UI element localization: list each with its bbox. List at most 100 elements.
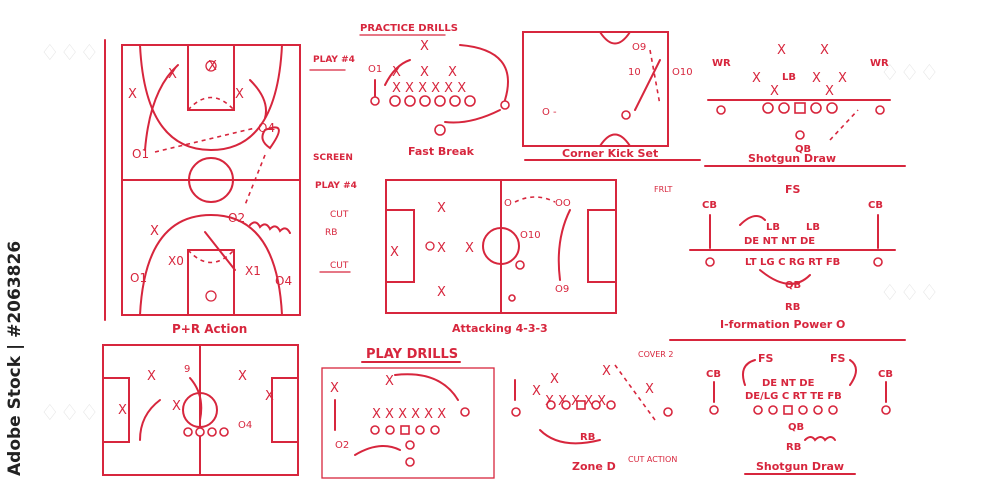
- svg-text:X: X: [825, 84, 834, 99]
- svg-text:X: X: [330, 381, 339, 396]
- svg-text:O9: O9: [555, 284, 569, 295]
- basketball-half-court-diagram: X X X X X O1 O4 O2 O4 O1 X0 X1: [104, 39, 301, 321]
- svg-text:X: X: [550, 372, 559, 387]
- svg-text:X: X: [265, 389, 274, 404]
- svg-text:X: X: [532, 384, 541, 399]
- player-x1: X1: [245, 264, 261, 278]
- corner-kick-diagram: O9 10 O10 O -: [522, 31, 693, 147]
- svg-text:LT LG C RG RT FB: LT LG C RG RT FB: [745, 257, 840, 268]
- note-play4-mid: PLAY #4: [315, 181, 357, 191]
- player-o4b: O4: [275, 274, 292, 288]
- play-drills-diagram: X X X X X X X X O2: [321, 367, 495, 479]
- caption-shotgun-draw-bottom: Shotgun Draw: [756, 460, 844, 473]
- svg-text:QB: QB: [795, 144, 811, 155]
- svg-text:X: X: [465, 241, 474, 256]
- svg-text:O10: O10: [520, 230, 541, 241]
- svg-text:RB: RB: [786, 442, 801, 453]
- svg-text:X: X: [128, 87, 137, 102]
- svg-text:X X X X X X: X X X X X X: [392, 81, 466, 96]
- svg-text:X: X: [437, 285, 446, 300]
- svg-text:O2: O2: [335, 440, 349, 451]
- caption-corner-kick: Corner Kick Set: [562, 147, 658, 160]
- fast-break-diagram: X X X X X X X X X X O1: [368, 39, 510, 136]
- svg-text:OO: OO: [555, 198, 571, 209]
- svg-text:X: X: [602, 364, 611, 379]
- svg-text:FS: FS: [830, 352, 846, 365]
- shotgun-draw-bottom-diagram: FS FS CB CB DE NT DE DE/LG C RT TE FB QB…: [706, 352, 893, 453]
- note-rb: RB: [325, 228, 337, 238]
- svg-text:X: X: [820, 43, 829, 58]
- svg-text:O9: O9: [632, 42, 646, 53]
- svg-text:CB: CB: [878, 369, 893, 380]
- svg-text:X: X: [420, 65, 429, 80]
- note-cut-1: CUT: [330, 210, 349, 220]
- note-frlt: FRLT: [654, 185, 673, 194]
- svg-text:X: X: [812, 71, 821, 86]
- svg-text:CB: CB: [702, 200, 717, 211]
- attacking-433-diagram: X X X X X O OO O10 O9: [385, 179, 617, 314]
- note-cut-2: CUT: [330, 261, 349, 271]
- svg-text:DE NT DE: DE NT DE: [762, 378, 815, 389]
- watermark-text: Adobe Stock | #206382608: [5, 240, 24, 476]
- svg-text:LB: LB: [806, 222, 820, 233]
- svg-text:X: X: [645, 382, 654, 397]
- svg-text:X: X: [777, 43, 786, 58]
- svg-text:X: X: [238, 369, 247, 384]
- player-o4a: O4: [258, 121, 275, 135]
- note-play4-top: PLAY #4: [313, 55, 355, 65]
- svg-text:X: X: [392, 65, 401, 80]
- svg-text:X: X: [448, 65, 457, 80]
- svg-text:X: X: [770, 84, 779, 99]
- svg-text:♢♢♢: ♢♢♢: [40, 41, 99, 66]
- caption-shotgun-draw-top: Shotgun Draw: [748, 152, 836, 165]
- svg-text:♢♢♢: ♢♢♢: [40, 401, 99, 426]
- svg-text:X: X: [390, 245, 399, 260]
- svg-text:♢♢♢: ♢♢♢: [880, 281, 939, 306]
- svg-text:X: X: [437, 241, 446, 256]
- player-o2: O2: [228, 211, 245, 225]
- note-cut-action: CUT ACTION: [628, 455, 677, 464]
- caption-fast-break: Fast Break: [408, 145, 475, 158]
- svg-text:X: X: [235, 87, 244, 102]
- svg-text:X: X: [172, 399, 181, 414]
- svg-text:X: X: [838, 71, 847, 86]
- svg-text:CB: CB: [706, 369, 721, 380]
- player-x0: X0: [168, 254, 184, 268]
- soccer-bottom-diagram: X X X X X 9 O4: [102, 344, 299, 476]
- svg-text:FS: FS: [758, 352, 774, 365]
- svg-text:CB: CB: [868, 200, 883, 211]
- svg-text:♢♢♢: ♢♢♢: [880, 61, 939, 86]
- svg-text:10: 10: [628, 67, 641, 78]
- svg-text:O4: O4: [238, 420, 252, 431]
- svg-text:X: X: [168, 67, 177, 82]
- svg-text:DE/LG C RT TE FB: DE/LG C RT TE FB: [745, 391, 842, 402]
- zone-d-diagram: X X X X X X X X X RB: [511, 364, 673, 445]
- player-o1b: O1: [130, 271, 147, 285]
- svg-text:RB: RB: [785, 302, 800, 313]
- caption-attacking: Attacking 4-3-3: [452, 322, 548, 335]
- svg-text:9: 9: [184, 364, 190, 375]
- svg-text:WR: WR: [870, 58, 889, 69]
- caption-practice-drills: PRACTICE DRILLS: [360, 23, 458, 34]
- svg-text:X: X: [208, 59, 217, 74]
- svg-text:O1: O1: [368, 64, 382, 75]
- svg-text:QB: QB: [788, 422, 804, 433]
- player-o1: O1: [132, 147, 149, 161]
- shotgun-draw-top-diagram: WR WR X X LB X X X X X QB: [707, 43, 891, 155]
- svg-text:O10: O10: [672, 67, 693, 78]
- svg-text:X X X X X X: X X X X X X: [372, 407, 446, 422]
- caption-pr-action: P+R Action: [172, 322, 247, 336]
- caption-i-formation: I-formation Power O: [720, 318, 845, 331]
- svg-text:X: X: [385, 374, 394, 389]
- note-cover2: COVER 2: [638, 350, 673, 359]
- stock-watermark: Adobe Stock | #206382608: [5, 240, 24, 476]
- i-formation-diagram: FS CB CB LB LB DE NT NT DE LT LG C RG RT…: [689, 183, 896, 313]
- svg-text:WR: WR: [712, 58, 731, 69]
- svg-text:X: X: [150, 224, 159, 239]
- note-screen: SCREEN: [313, 153, 353, 163]
- svg-text:X: X: [420, 39, 429, 54]
- svg-text:X: X: [118, 403, 127, 418]
- svg-text:X: X: [147, 369, 156, 384]
- svg-text:O: O: [504, 198, 512, 209]
